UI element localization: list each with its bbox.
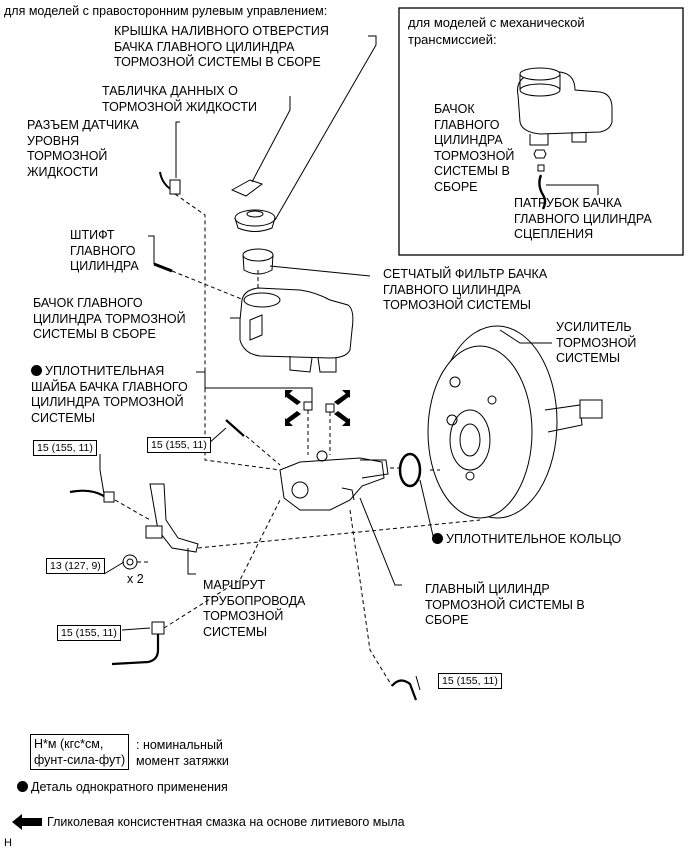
torque-spec: 15 (155, 11) [33,440,97,456]
leader-lines [99,35,552,691]
bracket-drawing [145,483,199,553]
quantity-label: x 2 [127,572,144,586]
o-ring-label: УПЛОТНИТЕЛЬНОЕ КОЛЬЦО [432,532,621,548]
master-cylinder-label: ГЛАВНЫЙ ЦИЛИНДР ТОРМОЗНОЙ СИСТЕМЫ В СБОР… [425,582,585,627]
booster-label: УСИЛИТЕЛЬ ТОРМОЗНОЙ СИСТЕМЫ [556,320,637,365]
pin-drawing [153,262,173,273]
reservoir-drawing [239,287,354,373]
figure-code: H [4,837,12,849]
sensor-connector-drawing [159,171,181,195]
strainer-label: СЕТЧАТЫЙ ФИЛЬТР БАЧКА ГЛАВНОГО ЦИЛИНДРА … [383,267,548,312]
inset-title: для моделей с механической трансмиссией: [408,15,585,47]
plate-drawing [230,179,264,197]
cap-label: КРЫШКА НАЛИВНОГО ОТВЕРСТИЯ БАЧКА ГЛАВНОГ… [114,24,329,69]
plate-label: ТАБЛИЧКА ДАННЫХ О ТОРМОЗНОЙ ЖИДКОСТИ [102,84,257,114]
inset-reservoir-drawing [517,67,613,210]
pin-label: ШТИФТ ГЛАВНОГО ЦИЛИНДРА [70,228,139,273]
grease-legend: Гликолевая консистентная смазка на основ… [47,815,405,829]
sensor-label: РАЗЪЕМ ДАТЧИКА УРОВНЯ ТОРМОЗНОЙ ЖИДКОСТИ [27,118,139,179]
grommet-label: УПЛОТНИТЕЛЬНАЯ ШАЙБА БАЧКА ГЛАВНОГО ЦИЛИ… [31,364,188,425]
one-time-legend: Деталь однократного применения [17,780,228,796]
torque-legend-desc: : номинальный момент затяжки [136,738,229,768]
cap-drawing [234,209,276,232]
torque-spec: 15 (155, 11) [147,437,211,453]
grease-arrow-icons [285,390,350,426]
grease-legend-icon [12,814,42,830]
left-pipe-nut [103,491,115,503]
torque-spec: 15 (155, 11) [438,673,502,689]
torque-spec: 13 (127, 9) [46,558,105,574]
inset-frame [398,7,684,256]
reservoir-label: БАЧОК ГЛАВНОГО ЦИЛИНДРА ТОРМОЗНОЙ СИСТЕМ… [33,296,186,341]
route-label: МАРШРУТ ТРУБОПРОВОДА ТОРМОЗНОЙ СИСТЕМЫ [203,578,306,639]
torque-legend-box: Н*м (кгс*см, фунт-сила-фут) [30,734,130,770]
one-time-use-icon [17,781,28,792]
center-pipe-drawing [225,419,245,437]
one-time-use-icon [432,533,443,544]
o-ring-drawing [398,452,422,488]
right-pipe-drawing [391,679,418,701]
inset-leader [546,184,599,195]
lower-pipe-drawing [111,630,160,666]
rhd-title: для моделей с правосторонним рулевым упр… [4,4,328,18]
booster-drawing [427,325,603,519]
inset-reservoir-label: БАЧОК ГЛАВНОГО ЦИЛИНДРА ТОРМОЗНОЙ СИСТЕМ… [434,102,515,194]
torque-spec: 15 (155, 11) [57,625,121,641]
inset-hose-label: ПАТРУБОК БАЧКА ГЛАВНОГО ЦИЛИНДРА СЦЕПЛЕН… [514,196,652,241]
bolt-drawing [122,554,138,570]
one-time-use-icon [31,365,42,376]
assembly-lines [114,193,481,687]
master-cylinder-drawing [279,450,389,511]
lower-pipe-nut [151,621,165,635]
